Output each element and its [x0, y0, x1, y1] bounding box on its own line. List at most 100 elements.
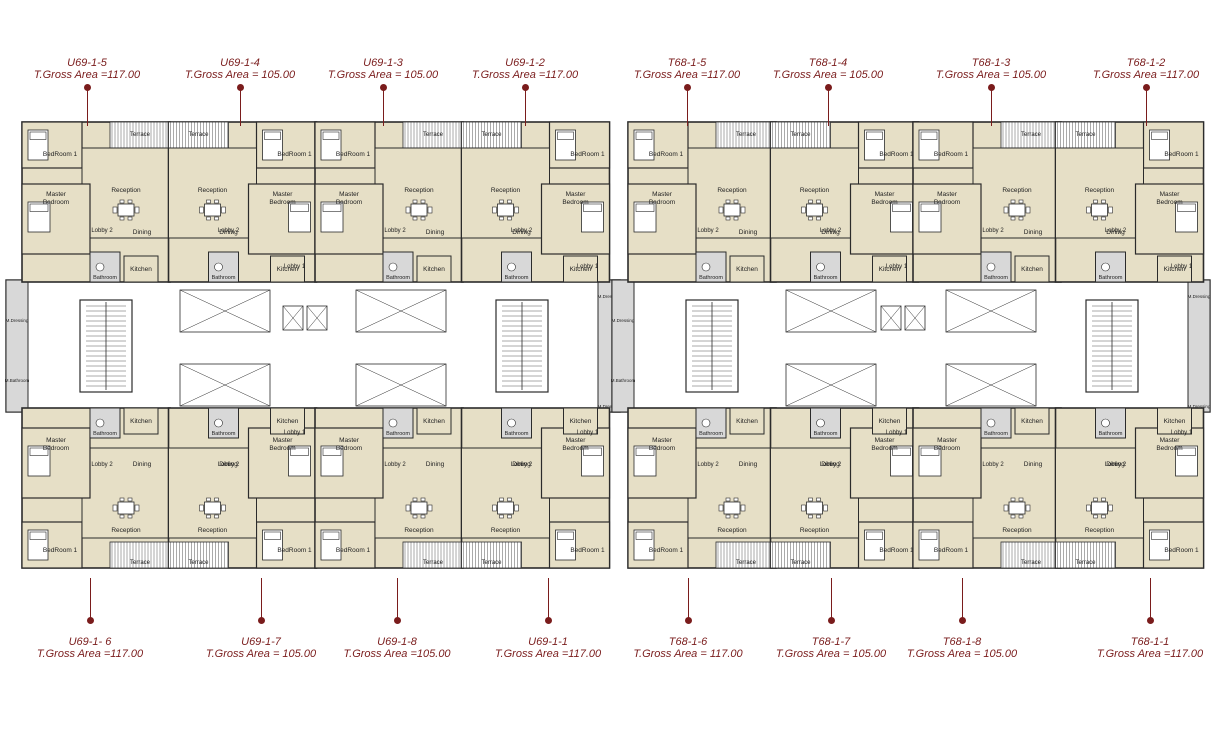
kitchen-room: [729, 407, 765, 435]
reception-room: [687, 147, 777, 239]
master-bedroom-label: Bedroom: [871, 445, 897, 452]
kitchen-room: [1157, 255, 1192, 283]
shaft-cross: [179, 289, 271, 333]
unit-code: T68-1-8: [942, 636, 982, 648]
shaft-cross: [904, 305, 926, 331]
leader-line: [828, 87, 829, 126]
master-bedroom-label: Master: [937, 191, 958, 198]
leader-line: [90, 578, 91, 620]
shaft-cross: [355, 289, 447, 333]
master-bedroom-label: Bedroom: [562, 445, 588, 452]
chair-furniture: [206, 497, 211, 502]
chair-furniture: [134, 206, 140, 214]
lobby-label: Lobby 1: [1171, 264, 1193, 270]
chair-furniture: [420, 514, 426, 519]
bathroom-label: Bathroom: [505, 275, 529, 281]
master-bedroom-room: [21, 427, 91, 499]
toilet-fixture: [507, 418, 516, 428]
leader-pin: [394, 617, 401, 624]
reception-label: Reception: [491, 187, 521, 194]
chair-furniture: [412, 514, 418, 519]
chair-furniture: [823, 206, 828, 214]
unit-code: U69-1-5: [67, 57, 107, 69]
pillow-furniture: [1177, 447, 1196, 456]
bathroom-label: Bathroom: [386, 431, 410, 437]
reception-room: [1055, 147, 1144, 239]
toilet-fixture: [214, 418, 223, 428]
chair-furniture: [740, 206, 746, 214]
reception-label: Reception: [800, 187, 830, 194]
unit-area: T.Gross Area =117.00: [1096, 648, 1204, 660]
toilet-fixture: [388, 262, 398, 272]
master-bedroom-label: Bedroom: [1156, 199, 1182, 206]
leader-pin: [825, 84, 832, 91]
dining-table-furniture: [1091, 501, 1108, 515]
chair-furniture: [1003, 206, 1009, 214]
master-bedroom-label: Master: [652, 191, 673, 198]
kitchen-room: [563, 255, 598, 283]
unit-code: U69-1-3: [363, 57, 403, 69]
lobby-label: Lobby 2: [91, 228, 113, 234]
kitchen-room: [872, 407, 907, 435]
chair-furniture: [1108, 504, 1113, 512]
bathroom-label: Bathroom: [699, 275, 723, 281]
master-bedroom-label: Master: [339, 437, 360, 444]
bedroom-label: BedRoom 1: [570, 151, 605, 158]
reception-label: Reception: [491, 527, 521, 534]
toilet-fixture: [1101, 418, 1110, 428]
leader-pin: [959, 617, 966, 624]
bedroom-label: BedRoom 1: [934, 151, 969, 158]
unit-area: T.Gross Area = 105.00: [184, 69, 296, 81]
pillow-furniture: [29, 531, 47, 540]
chair-furniture: [214, 216, 219, 221]
toilet-fixture: [214, 262, 223, 272]
dressing-label: M.Dressing: [6, 318, 29, 323]
bathroom-label: Bathroom: [984, 275, 1008, 281]
kitchen-label: Kitchen: [277, 266, 299, 273]
terrace-label: Terrace: [423, 132, 444, 138]
lobby-label: Lobby 2: [697, 228, 719, 234]
chair-furniture: [808, 216, 813, 221]
chair-furniture: [1093, 497, 1098, 502]
chair-furniture: [1018, 216, 1024, 221]
leader-line: [688, 578, 689, 620]
unit-area: T.Gross Area = 105.00: [935, 69, 1047, 81]
leader-line: [1146, 87, 1147, 126]
dining-label: Dining: [1106, 229, 1125, 236]
kitchen-label: Kitchen: [570, 266, 592, 273]
shaft-cross: [785, 289, 877, 333]
pillow-furniture: [635, 131, 653, 140]
pillow-furniture: [866, 131, 883, 140]
bedroom-label: BedRoom 1: [277, 547, 312, 554]
leader-line: [525, 87, 526, 126]
dressing-label: M.Dressing: [598, 404, 621, 409]
bathroom-room: [382, 407, 414, 439]
pillow-furniture: [920, 447, 940, 456]
pillow-furniture: [557, 531, 574, 540]
dining-label: Dining: [739, 229, 758, 236]
unit-code: T68-1-2: [1126, 57, 1166, 69]
shaft-cross: [355, 363, 447, 407]
reception-label: Reception: [404, 187, 434, 194]
kitchen-room: [270, 407, 305, 435]
lobby-label: Lobby 1: [886, 264, 908, 270]
kitchen-room: [1014, 407, 1050, 435]
chair-furniture: [221, 206, 226, 214]
chair-furniture: [492, 504, 497, 512]
leader-line: [962, 578, 963, 620]
pillow-furniture: [892, 203, 911, 212]
unit-code: T68-1-7: [811, 636, 851, 648]
bedroom-label: BedRoom 1: [277, 151, 312, 158]
unit-area: T.Gross Area =117.00: [494, 648, 602, 660]
chair-furniture: [1093, 514, 1098, 519]
unit-code: T68-1-6: [668, 636, 708, 648]
leader-pin: [522, 84, 529, 91]
kitchen-label: Kitchen: [1021, 266, 1043, 273]
kitchen-label: Kitchen: [570, 418, 592, 425]
chair-furniture: [1025, 504, 1031, 512]
terrace-label: Terrace: [1021, 560, 1042, 566]
dining-label: Dining: [426, 229, 445, 236]
